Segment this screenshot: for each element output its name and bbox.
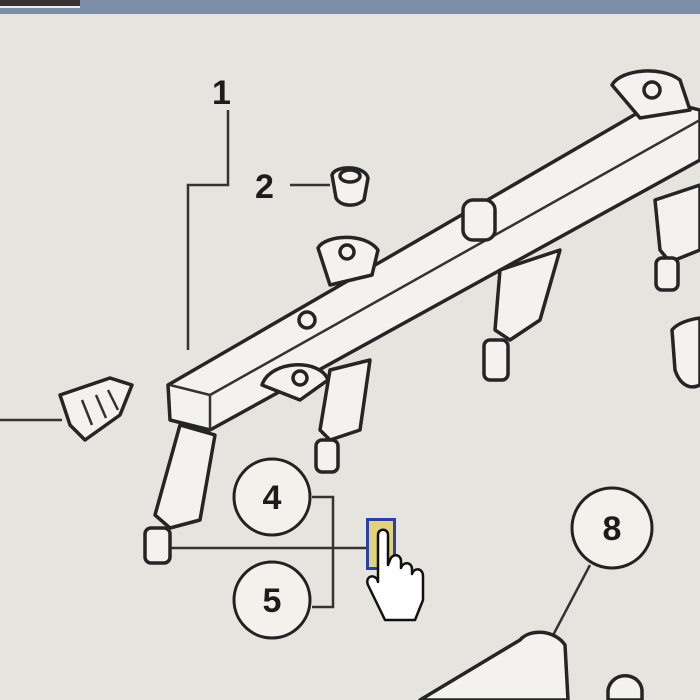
callout-5-circle[interactable]	[232, 560, 312, 640]
callout-4[interactable]: 4	[263, 479, 282, 517]
leader-line-1	[186, 110, 230, 350]
bracket-4-5	[312, 495, 335, 609]
window-title-bar	[0, 0, 700, 14]
fuel-rail	[166, 69, 700, 432]
callout-8-circle[interactable]	[570, 486, 654, 570]
callout-1[interactable]: 1	[212, 74, 231, 112]
clip-part	[58, 376, 134, 442]
highlighted-hotspot[interactable]	[366, 518, 396, 570]
title-bar-control[interactable]	[0, 0, 80, 8]
bracket-part-2	[606, 674, 644, 700]
bracket-part	[418, 630, 570, 700]
callout-8[interactable]: 8	[603, 510, 622, 548]
callout-2[interactable]: 2	[255, 168, 274, 206]
fuel-injectors	[143, 183, 700, 565]
nut-part	[330, 166, 370, 207]
callout-4-circle[interactable]	[232, 457, 312, 537]
callout-5[interactable]: 5	[263, 582, 282, 620]
